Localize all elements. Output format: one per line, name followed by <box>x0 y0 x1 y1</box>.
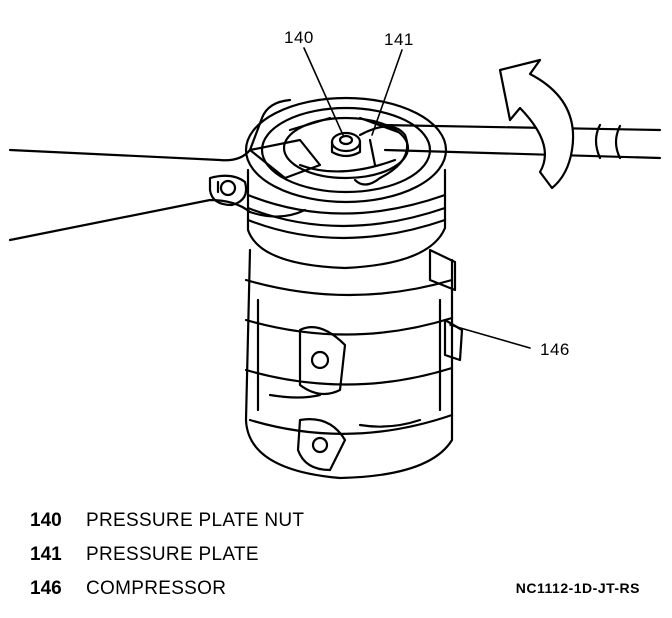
legend-row-146: 146 COMPRESSOR <box>30 576 226 602</box>
leader-lines <box>303 47 531 349</box>
compressor-body <box>244 248 464 480</box>
spanner-wrench <box>353 123 662 186</box>
figure-code: NC1112-1D-JT-RS <box>515 580 640 596</box>
callout-140: 140 <box>284 28 314 47</box>
holding-tool <box>8 98 322 242</box>
legend-row-140: 140 PRESSURE PLATE NUT <box>30 508 304 534</box>
legend-label: PRESSURE PLATE <box>86 544 259 565</box>
pressure-plate-nut <box>330 131 362 158</box>
callout-141: 141 <box>384 30 414 49</box>
legend-label: COMPRESSOR <box>86 578 227 599</box>
legend-number: 141 <box>30 544 62 565</box>
compressor-illustration <box>8 47 662 480</box>
curved-arrow-icon <box>498 58 575 190</box>
clutch-pulley <box>244 96 448 270</box>
legend-number: 146 <box>30 578 62 599</box>
legend-label: PRESSURE PLATE NUT <box>86 510 305 531</box>
legend-number: 140 <box>30 510 62 531</box>
callout-146: 146 <box>540 340 570 359</box>
legend-row-141: 141 PRESSURE PLATE <box>30 542 259 568</box>
